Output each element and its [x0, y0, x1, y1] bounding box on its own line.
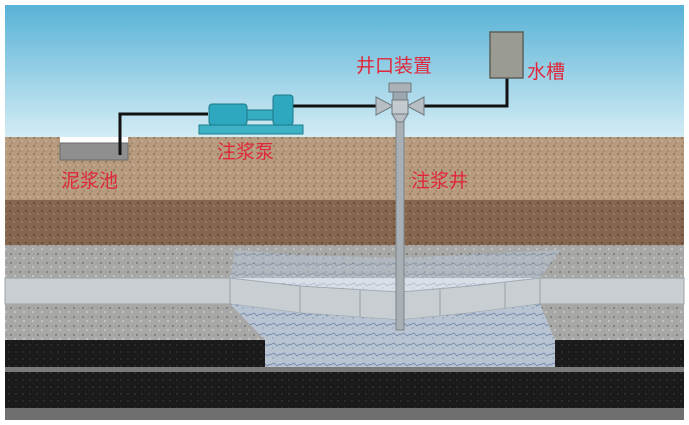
coal-seam-upper-left [5, 340, 265, 367]
water-tank-label: 水槽 [527, 61, 566, 83]
mud-pit [59, 142, 129, 161]
grout-fracture-zone [230, 250, 560, 292]
slab-joints [229, 278, 541, 318]
grout-pump-label: 注浆泵 [217, 141, 275, 163]
water-pipe [424, 78, 509, 108]
clay-layer [5, 200, 684, 245]
seam-divider [5, 367, 684, 372]
suction-pipe [118, 112, 208, 155]
pump-base [198, 124, 304, 135]
coal-seam-lower [5, 372, 684, 408]
grout-well-label: 注浆井 [411, 170, 469, 192]
wellhead-device [375, 82, 425, 123]
mud-pit-label: 泥浆池 [61, 170, 119, 192]
bottom-floor [5, 408, 684, 420]
wellhead-label: 井口装置 [356, 55, 433, 77]
grout-well-casing [395, 117, 405, 331]
pump-head [272, 94, 294, 126]
pump-motor [208, 103, 248, 126]
coal-seam-upper-right [555, 340, 684, 367]
grout-fracture-zone-lower [230, 304, 555, 372]
sky [5, 5, 684, 137]
pump-coupling [246, 109, 274, 121]
surface-soil-layer [5, 137, 684, 200]
water-tank [489, 31, 524, 79]
